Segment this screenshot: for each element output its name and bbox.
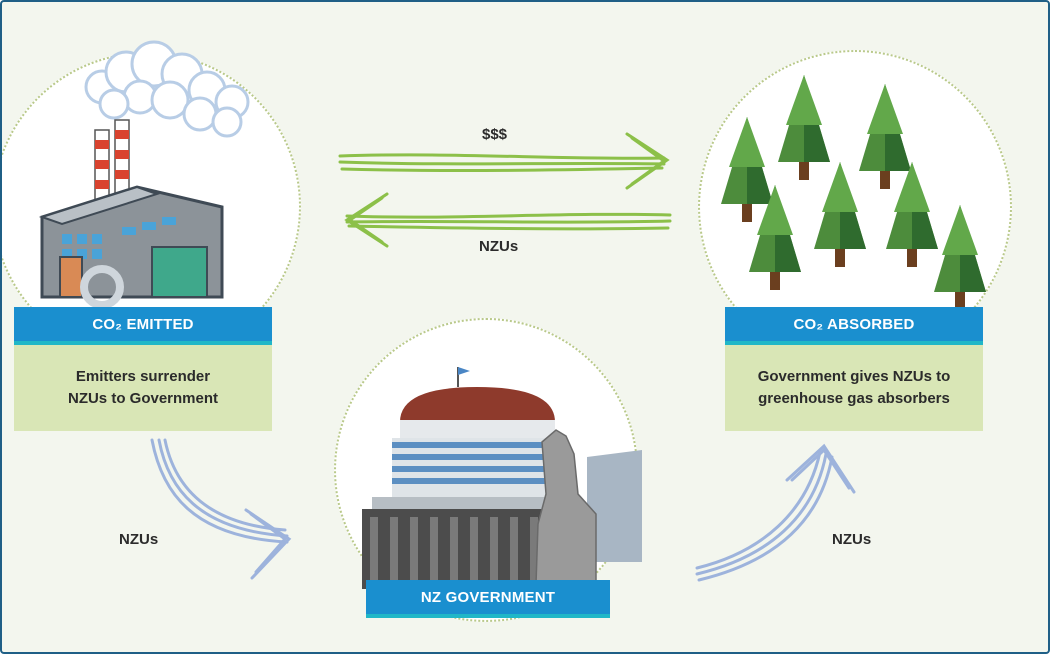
emitter-description-line2: NZUs to Government xyxy=(67,390,218,407)
nz-government-band: NZ GOVERNMENT xyxy=(366,580,610,614)
absorber-description-line1: Government gives NZUs to xyxy=(757,368,951,385)
co2-emitted-band: CO₂ EMITTED xyxy=(14,307,272,341)
nz-government-band-stripe xyxy=(366,614,610,618)
co2-absorbed-band-stripe xyxy=(725,341,983,345)
co2-emitted-band-stripe xyxy=(14,341,272,345)
left-nzus-label: NZUs xyxy=(119,531,159,548)
nzu-arrow-down-icon xyxy=(150,438,292,580)
nzu-arrow-left-icon xyxy=(344,192,672,248)
nzu-arrow-up-icon xyxy=(695,443,856,582)
co2-absorbed-band: CO₂ ABSORBED xyxy=(725,307,983,341)
money-arrow-icon xyxy=(338,132,670,190)
emitter-description-line1: Emitters surrender xyxy=(75,368,211,385)
cloud-icon xyxy=(84,40,250,138)
beehive-building-icon xyxy=(362,367,642,589)
money-flow-label: $$$ xyxy=(482,126,508,143)
absorber-description: Government gives NZUs to greenhouse gas a… xyxy=(725,345,983,431)
top-nzus-label: NZUs xyxy=(479,238,519,255)
absorber-description-line2: greenhouse gas absorbers xyxy=(758,390,950,407)
tree-icons xyxy=(721,75,986,310)
factory-icon xyxy=(38,119,224,309)
right-nzus-label: NZUs xyxy=(832,531,872,548)
